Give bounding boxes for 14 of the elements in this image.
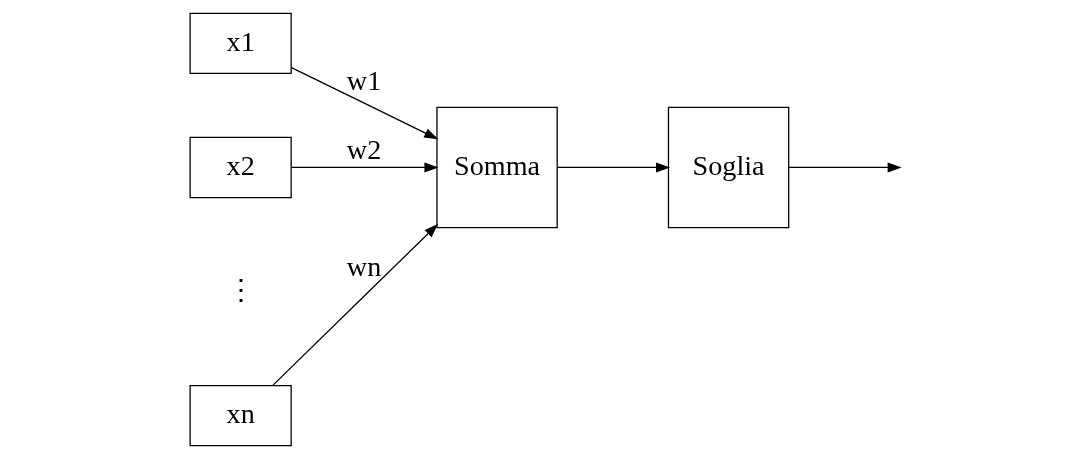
node-box: x2 — [189, 136, 292, 199]
edge-label: w2 — [346, 134, 382, 166]
arrow — [556, 162, 671, 173]
arrow — [290, 67, 439, 140]
node-box: xn — [189, 384, 292, 447]
edge-label: wn — [346, 250, 382, 282]
label: ⋮ — [226, 273, 255, 305]
node-box: x1 — [189, 12, 292, 75]
arrow — [272, 223, 439, 386]
node-box: Somma — [436, 106, 558, 229]
arrow — [290, 162, 439, 173]
edge-label: w1 — [346, 65, 382, 97]
arrow — [788, 162, 902, 173]
node-box: Soglia — [667, 106, 790, 229]
